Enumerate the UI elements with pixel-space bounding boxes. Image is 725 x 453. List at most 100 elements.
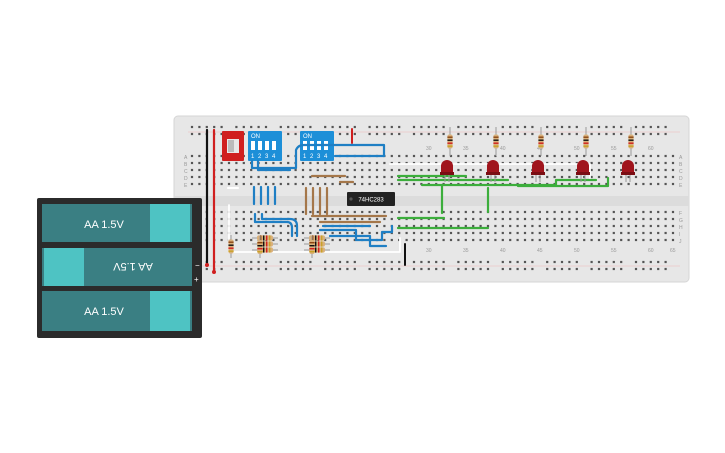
breadboard-hole: [523, 238, 527, 242]
breadboard-hole: [375, 132, 379, 136]
resistor: [447, 127, 453, 156]
breadboard-hole: [250, 175, 253, 179]
breadboard-hole: [457, 238, 460, 242]
breadboard-hole: [560, 154, 564, 158]
breadboard-hole: [568, 224, 571, 228]
breadboard-hole: [553, 260, 556, 264]
breadboard-hole: [634, 125, 638, 129]
breadboard-hole: [301, 238, 305, 242]
breadboard-hole: [346, 161, 349, 165]
breadboard-hole: [568, 231, 571, 235]
breadboard-hole: [531, 238, 534, 242]
breadboard-hole: [368, 161, 371, 165]
breadboard-hole: [361, 210, 364, 214]
dip-number: 4: [324, 154, 328, 160]
breadboard-hole: [590, 175, 593, 179]
breadboard-hole: [190, 132, 194, 136]
breadboard-hole: [472, 210, 475, 214]
breadboard-hole: [546, 238, 549, 242]
breadboard-hole: [316, 182, 319, 186]
breadboard-hole: [398, 210, 401, 214]
breadboard-hole: [235, 161, 238, 165]
column-number: 30: [426, 146, 432, 152]
breadboard-hole: [235, 182, 238, 186]
breadboard-hole: [546, 210, 549, 214]
breadboard-hole: [242, 210, 245, 214]
breadboard-hole: [338, 210, 342, 214]
breadboard-hole: [494, 217, 497, 221]
breadboard-hole: [657, 210, 660, 214]
breadboard-hole: [657, 175, 660, 179]
breadboard-hole: [657, 238, 660, 242]
breadboard-hole: [435, 224, 438, 228]
breadboard-hole: [634, 182, 638, 186]
column-number: 65: [670, 248, 676, 254]
breadboard-hole: [457, 161, 460, 165]
breadboard-hole: [501, 125, 504, 129]
breadboard-hole: [538, 210, 541, 214]
breadboard-hole: [442, 154, 445, 158]
breadboard-hole: [657, 182, 660, 186]
dip-switch-1[interactable]: ON 1 2 3 4: [248, 131, 282, 161]
breadboard-hole: [250, 217, 253, 221]
breadboard-hole: [671, 175, 675, 179]
breadboard-hole: [220, 154, 223, 158]
breadboard-hole: [309, 217, 312, 221]
breadboard-hole: [353, 210, 356, 214]
breadboard-hole: [294, 267, 297, 271]
breadboard-hole: [516, 168, 519, 172]
breadboard-hole: [242, 224, 245, 228]
breadboard-hole: [235, 267, 238, 271]
column-number: 60: [648, 248, 654, 254]
breadboard-hole: [657, 161, 660, 165]
breadboard-hole: [472, 125, 475, 129]
breadboard-hole: [309, 125, 312, 129]
breadboard-hole: [605, 175, 608, 179]
battery-pack: AA 1.5V AA 1.5V AA 1.5V − +: [37, 198, 216, 338]
breadboard-hole: [390, 175, 393, 179]
breadboard-hole: [642, 267, 645, 271]
breadboard-hole: [361, 217, 364, 221]
breadboard-hole: [294, 175, 297, 179]
breadboard-hole: [501, 210, 504, 214]
column-number: 35: [463, 146, 469, 152]
breadboard-hole: [546, 132, 549, 136]
breadboard-hole: [264, 267, 268, 271]
breadboard-hole: [560, 210, 564, 214]
battery-cell: AA 1.5V: [42, 291, 192, 331]
breadboard-hole: [501, 224, 504, 228]
breadboard-hole: [324, 217, 327, 221]
breadboard-hole: [605, 125, 608, 129]
breadboard-hole: [427, 224, 430, 228]
breadboard-hole: [501, 161, 504, 165]
breadboard-hole: [634, 231, 638, 235]
breadboard-hole: [250, 238, 253, 242]
power-slide-switch[interactable]: [222, 131, 244, 161]
breadboard-hole: [605, 231, 608, 235]
breadboard-hole: [287, 161, 290, 165]
breadboard-hole: [605, 238, 608, 242]
breadboard-hole: [294, 168, 297, 172]
breadboard-hole: [264, 182, 268, 186]
breadboard-hole: [479, 125, 482, 129]
breadboard-hole: [546, 231, 549, 235]
breadboard-hole: [205, 267, 208, 271]
breadboard-hole: [390, 182, 393, 186]
breadboard-hole: [494, 154, 497, 158]
breadboard-hole: [523, 224, 527, 228]
breadboard-hole: [324, 182, 327, 186]
breadboard-hole: [272, 175, 275, 179]
breadboard-hole: [279, 210, 282, 214]
breadboard-hole: [612, 260, 615, 264]
breadboard-hole: [242, 182, 245, 186]
breadboard-hole: [494, 224, 497, 228]
breadboard-hole: [590, 224, 593, 228]
breadboard-hole: [546, 175, 549, 179]
breadboard-hole: [264, 125, 268, 129]
breadboard-hole: [642, 154, 645, 158]
row-letter: B: [184, 162, 188, 168]
breadboard-hole: [264, 175, 268, 179]
breadboard-hole: [553, 154, 556, 158]
breadboard-hole: [560, 175, 564, 179]
breadboard-hole: [634, 168, 638, 172]
